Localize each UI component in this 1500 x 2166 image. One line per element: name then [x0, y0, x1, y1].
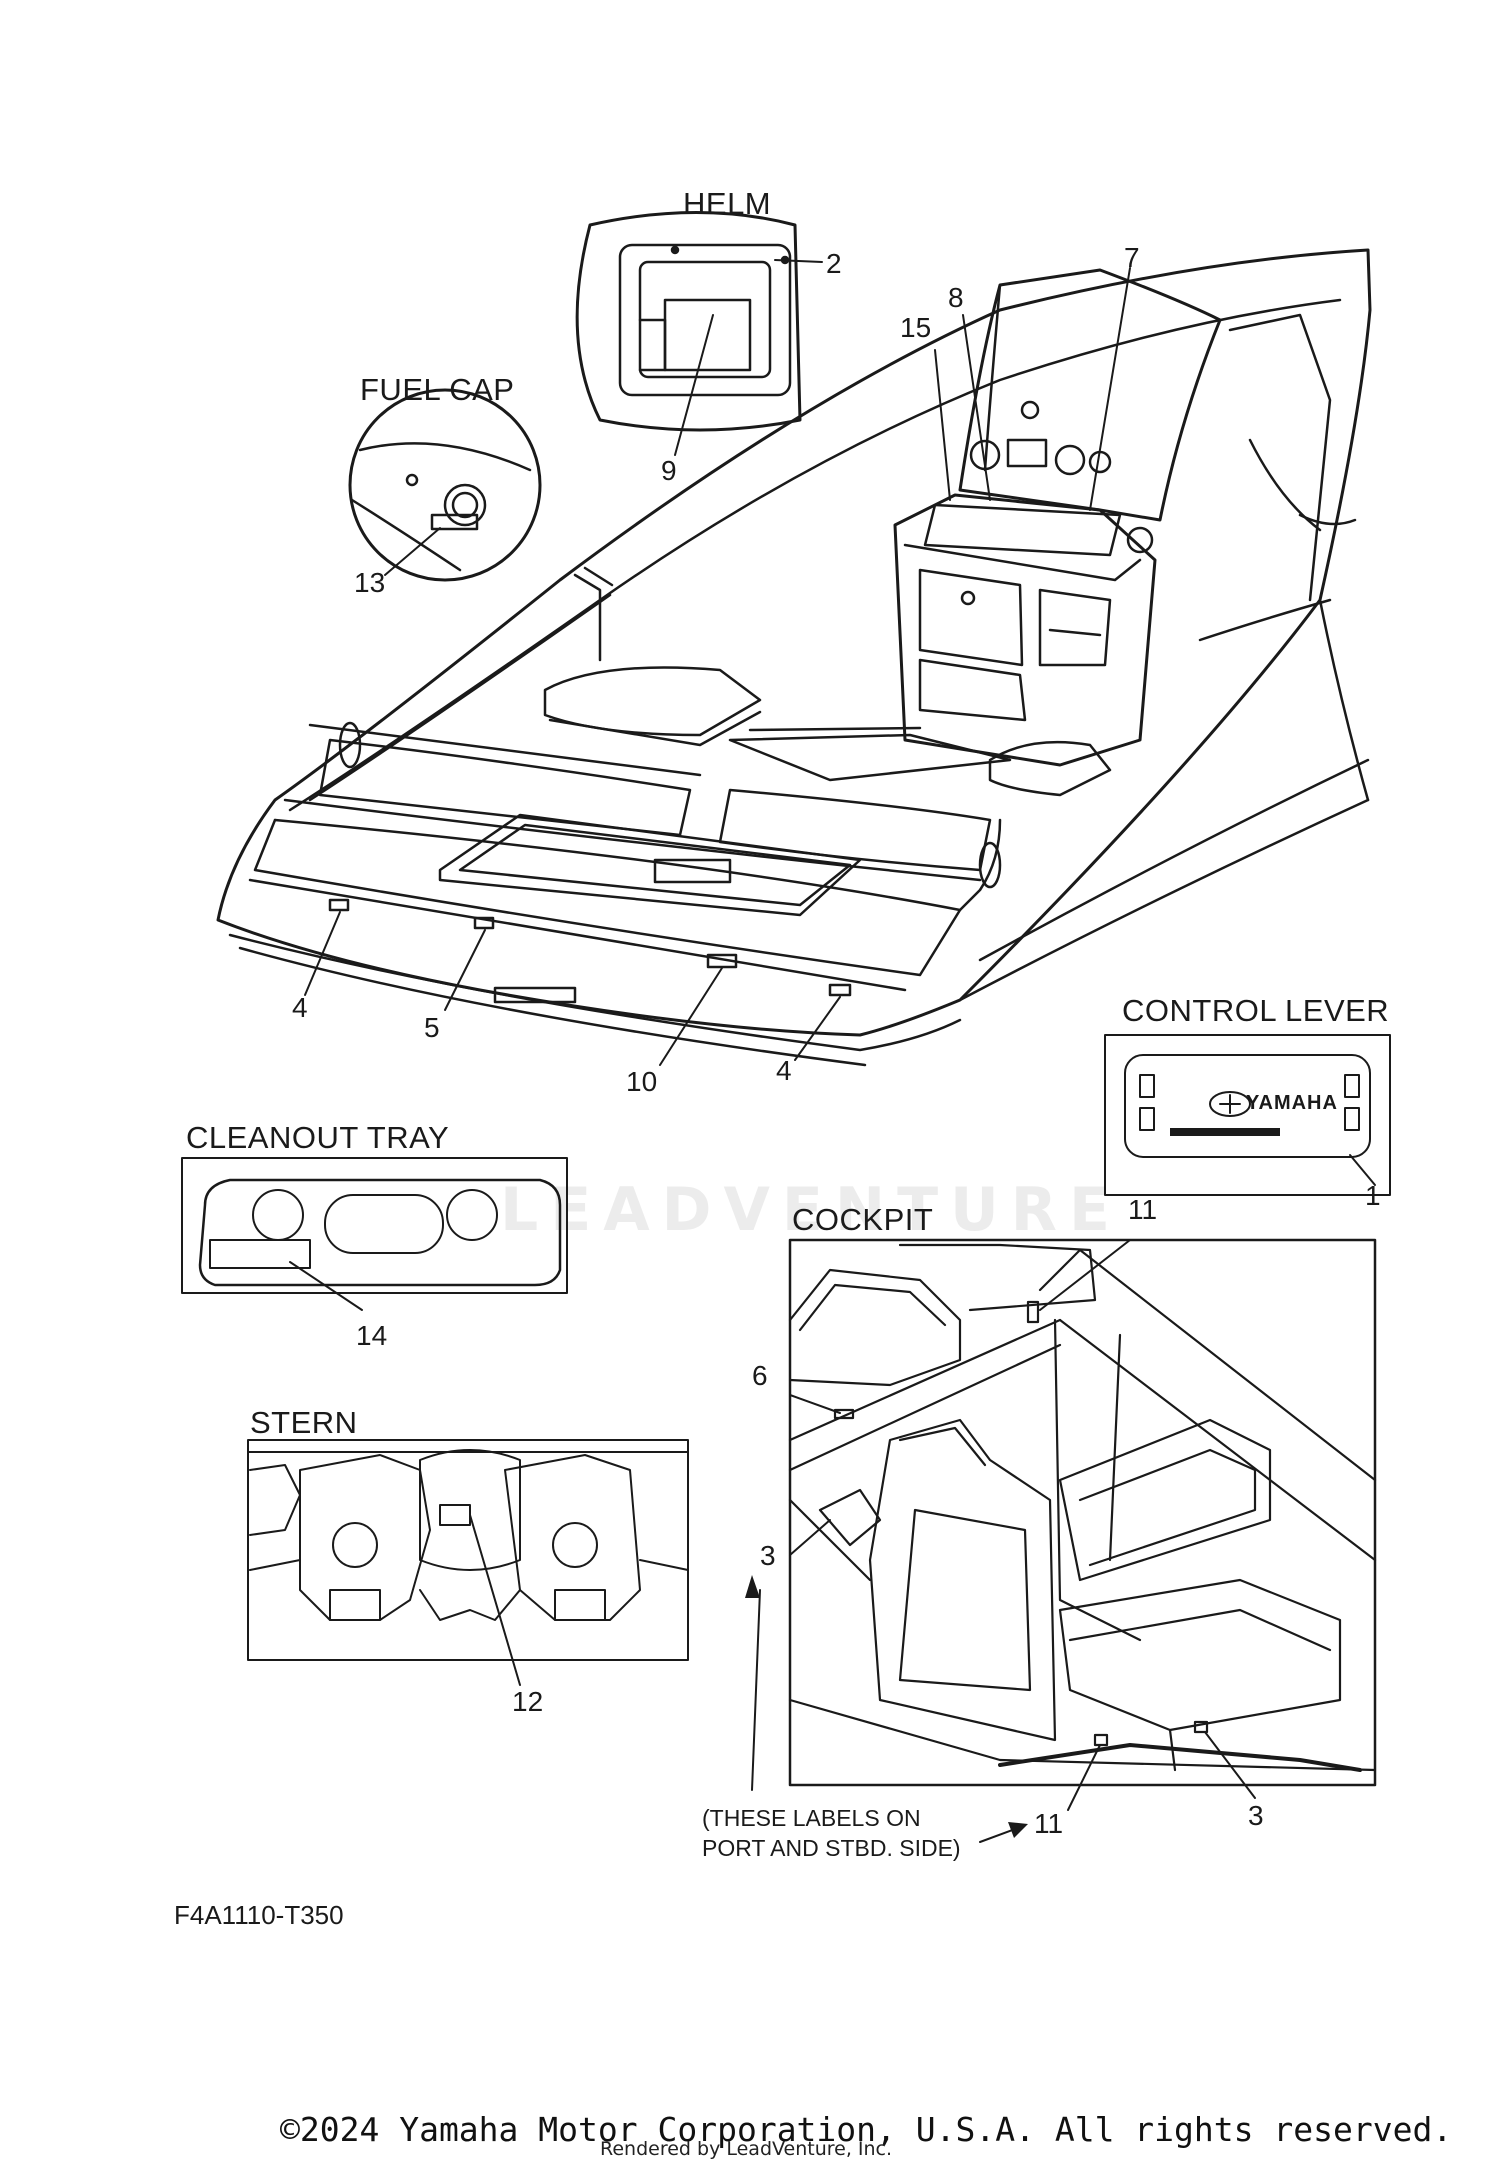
stern-detail: [247, 1439, 689, 1686]
callout-9: 9: [661, 455, 677, 486]
callout-1: 1: [1365, 1180, 1381, 1211]
callout-14: 14: [356, 1320, 388, 1351]
helm-detail: [575, 211, 823, 456]
callout-12: 12: [512, 1686, 544, 1717]
label-note-line-1: (THESE LABELS ON: [702, 1805, 921, 1831]
control-lever-detail: [1104, 1034, 1391, 1196]
callout-3: 3: [1248, 1800, 1264, 1831]
cockpit-detail: [745, 1238, 1377, 1843]
section-title-fuel-cap: FUEL CAP: [360, 372, 515, 407]
callout-7: 7: [1124, 242, 1140, 273]
callout-3: 3: [760, 1540, 776, 1571]
callout-11: 11: [1128, 1194, 1158, 1225]
section-title-control-lever: CONTROL LEVER: [1122, 993, 1390, 1028]
fuel-cap-detail: [348, 388, 542, 582]
section-title-cleanout-tray: CLEANOUT TRAY: [186, 1120, 450, 1155]
callout-2: 2: [826, 248, 842, 279]
label-note-line-2: PORT AND STBD. SIDE): [702, 1835, 961, 1861]
cleanout-tray-detail: [181, 1157, 568, 1311]
callout-11: 11: [1034, 1808, 1064, 1839]
decal-brand-text: YAMAHA: [1246, 1092, 1338, 1114]
watermark: LEADVENTURE: [500, 1175, 1122, 1245]
callout-6: 6: [752, 1360, 768, 1391]
callout-15: 15: [900, 312, 932, 343]
callout-4: 4: [776, 1055, 792, 1086]
callout-5: 5: [424, 1012, 440, 1043]
copyright-text: ©2024 Yamaha Motor Corporation, U.S.A. A…: [280, 2110, 1453, 2149]
rendered-by-text: Rendered by LeadVenture, Inc.: [600, 2138, 893, 2160]
callout-13: 13: [354, 567, 386, 598]
boat-main-view: [216, 248, 1372, 1067]
callout-10: 10: [626, 1066, 658, 1097]
callout-8: 8: [948, 282, 964, 313]
callout-4: 4: [292, 992, 308, 1023]
section-title-stern: STERN: [250, 1405, 358, 1440]
diagram-code: F4A1110-T350: [174, 1900, 344, 1930]
section-title-helm: HELM: [683, 186, 772, 221]
section-title-cockpit: COCKPIT: [792, 1202, 934, 1237]
